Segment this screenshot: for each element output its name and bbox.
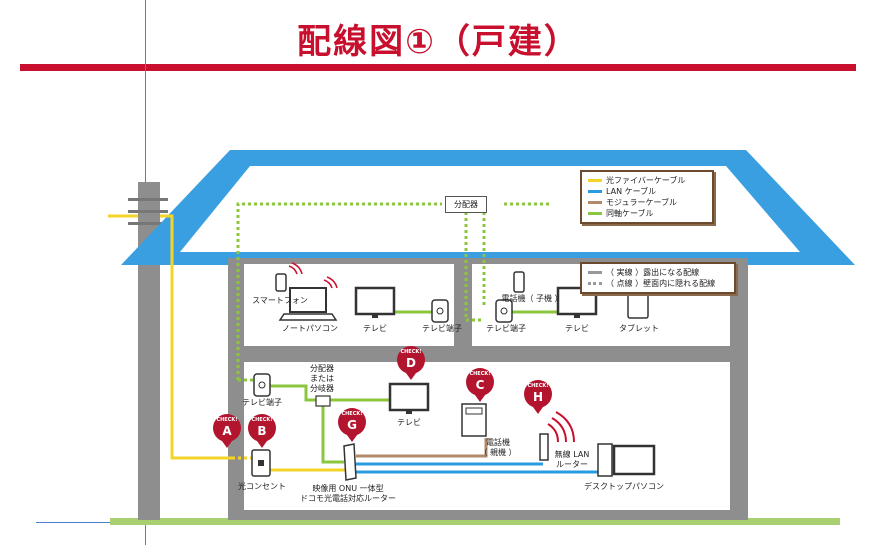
page-title: 配線図①（戸建） — [297, 22, 580, 62]
legend-swatch-icon — [588, 212, 602, 215]
label-tv-right: テレビ — [565, 324, 589, 333]
label-laptop: ノートパソコン — [282, 324, 338, 333]
desktop-pc-device — [597, 443, 656, 477]
legend-swatch-icon — [588, 190, 602, 193]
smartphone-device — [275, 262, 303, 292]
legend-swatch-icon — [588, 282, 602, 285]
label-tv-downstairs: テレビ — [397, 418, 421, 427]
label-tablet: タブレット — [619, 324, 659, 333]
legend-item-fiber: 光ファイバーケーブル — [588, 175, 706, 186]
legend-swatch-icon — [588, 179, 602, 182]
label-tv-left: テレビ — [363, 324, 387, 333]
label-splitter: 分配器 または 分岐器 — [310, 364, 334, 393]
check-marker-b: CHECK!B — [248, 414, 276, 448]
wireless-router-device — [539, 411, 575, 461]
home-phone-device — [461, 403, 487, 437]
check-marker-g: CHECK!G — [338, 408, 366, 442]
tv-outlet-right-device — [495, 299, 513, 323]
cordless-phone-device — [513, 271, 525, 293]
legend-item-dotted: （ 点線 ）壁面内に隠れる配線 — [588, 278, 728, 289]
onu-router-device — [343, 443, 357, 481]
label-smartphone: スマートフォン — [252, 296, 308, 305]
laptop-device — [278, 276, 338, 321]
ground — [110, 518, 840, 525]
legend-swatch-icon — [588, 201, 602, 204]
label-desktop: デスクトップパソコン — [584, 482, 664, 491]
legend-swatch-icon — [588, 271, 602, 274]
tv-right-device — [556, 286, 598, 318]
check-marker-h: CHECK!H — [524, 380, 552, 414]
check-marker-d: CHECK!D — [397, 346, 425, 380]
label-home-phone: 電話機 （ 親機 ） — [479, 438, 517, 457]
tv-left-device — [354, 286, 396, 318]
label-tv-outlet-left: テレビ端子 — [422, 324, 462, 333]
legend-item-lan: LAN ケーブル — [588, 186, 706, 197]
legend-item-solid: （ 実線 ）露出になる配線 — [588, 267, 728, 278]
tv-downstairs-device — [388, 382, 430, 414]
tv-outlet-left-device — [431, 299, 449, 323]
line-style-legend: （ 実線 ）露出になる配線 （ 点線 ）壁面内に隠れる配線 — [580, 262, 736, 294]
label-optical-outlet: 光コンセント — [238, 482, 286, 491]
title-rule — [20, 64, 856, 71]
splitter-top-label: 分配器 — [445, 196, 487, 213]
legend-item-coax: 同軸ケーブル — [588, 208, 706, 219]
label-tv-outlet-right: テレビ端子 — [486, 324, 526, 333]
cable-legend: 光ファイバーケーブル LAN ケーブル モジュラーケーブル 同軸ケーブル — [580, 170, 714, 224]
check-marker-a: CHECK!A — [213, 414, 241, 448]
splitter-device — [315, 395, 331, 407]
tv-outlet-downstairs-device — [253, 373, 271, 397]
utility-pole — [138, 182, 160, 520]
optical-outlet-device — [251, 449, 271, 477]
label-onu-router: 映像用 ONU 一体型 ドコモ光電話対応ルーター — [300, 484, 396, 503]
label-tv-outlet-downstairs: テレビ端子 — [242, 398, 282, 407]
label-cordless-phone: 電話機（ 子機 ） — [501, 294, 563, 303]
check-marker-c: CHECK!C — [466, 368, 494, 402]
label-wireless-router: 無線 LAN ルーター — [554, 450, 590, 469]
legend-item-modular: モジュラーケーブル — [588, 197, 706, 208]
